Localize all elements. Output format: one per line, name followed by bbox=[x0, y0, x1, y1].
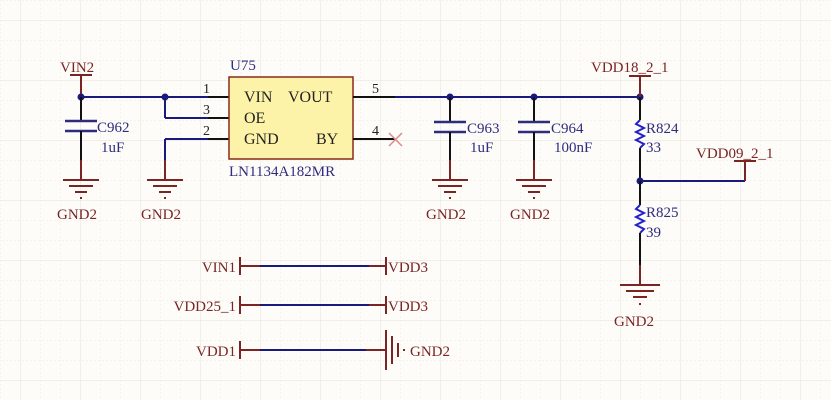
gnd-label: GND2 bbox=[510, 207, 550, 223]
r825-designator: R825 bbox=[646, 205, 679, 221]
ic-u75[interactable]: U75 1 3 2 VIN OE GND VOUT BY 5 4 LN1134A… bbox=[203, 58, 395, 180]
net-tie-right-label: VDD3 bbox=[388, 260, 428, 276]
capacitor-c964[interactable]: C964 100nF bbox=[518, 97, 592, 160]
no-connect-marker bbox=[388, 132, 403, 147]
r824-designator: R824 bbox=[646, 121, 679, 137]
pin-name-vin: VIN bbox=[244, 89, 273, 106]
c962-designator: C962 bbox=[97, 120, 130, 136]
ic-body bbox=[228, 76, 354, 160]
net-tie-left-label: VDD1 bbox=[196, 344, 236, 360]
ground-symbol-c962[interactable]: GND2 bbox=[57, 160, 99, 223]
pin-number: 2 bbox=[203, 124, 210, 139]
net-tie-right-label: VDD3 bbox=[388, 299, 428, 315]
power-port-vin2[interactable]: VIN2 bbox=[60, 60, 94, 97]
power-port-vdd18[interactable]: VDD18_2_1 bbox=[591, 60, 669, 97]
pin-name-vout: VOUT bbox=[288, 89, 333, 106]
net-tie-row[interactable]: VDD25_1 VDD3 bbox=[174, 296, 429, 315]
c963-designator: C963 bbox=[467, 121, 500, 137]
net-tie-row[interactable]: VDD1 GND2 bbox=[196, 330, 450, 370]
r825-value: 39 bbox=[646, 225, 661, 241]
c962-value: 1uF bbox=[101, 140, 124, 156]
net-label-vin2: VIN2 bbox=[60, 60, 94, 76]
gnd-label: GND2 bbox=[57, 207, 97, 223]
gnd-label: GND2 bbox=[141, 207, 181, 223]
junction-dot bbox=[161, 93, 169, 101]
pin-name-oe: OE bbox=[244, 110, 265, 127]
c963-value: 1uF bbox=[470, 140, 493, 156]
pin-number: 3 bbox=[203, 103, 210, 118]
net-label-vdd09: VDD09_2_1 bbox=[696, 146, 774, 162]
net-label-vdd18: VDD18_2_1 bbox=[591, 60, 669, 76]
ic-designator: U75 bbox=[230, 58, 256, 74]
pin-number: 1 bbox=[203, 82, 210, 97]
net-tie-left-label: VDD25_1 bbox=[174, 299, 237, 315]
pin-name-gnd: GND bbox=[244, 131, 279, 148]
resistor-r825[interactable]: R825 39 bbox=[633, 181, 679, 265]
pin-number: 5 bbox=[372, 82, 379, 97]
c964-value: 100nF bbox=[554, 140, 592, 156]
resistor-r824[interactable]: R824 33 bbox=[633, 97, 679, 180]
r824-value: 33 bbox=[646, 140, 661, 156]
c964-designator: C964 bbox=[551, 121, 584, 137]
net-tie-right-label: GND2 bbox=[410, 344, 450, 360]
net-tie-left-label: VIN1 bbox=[202, 260, 236, 276]
gnd-label: GND2 bbox=[614, 314, 654, 330]
ground-symbol-u75[interactable]: GND2 bbox=[141, 160, 183, 223]
capacitor-c962[interactable]: C962 1uF bbox=[65, 97, 130, 160]
capacitor-c963[interactable]: C963 1uF bbox=[434, 97, 500, 160]
gnd-label: GND2 bbox=[426, 207, 466, 223]
wire-u75-gnd[interactable] bbox=[164, 138, 208, 160]
pin-number: 4 bbox=[372, 124, 379, 139]
ground-symbol-c963[interactable]: GND2 bbox=[426, 160, 468, 223]
ground-symbol-r825[interactable]: GND2 bbox=[614, 265, 660, 330]
net-tie-row[interactable]: VIN1 VDD3 bbox=[202, 257, 428, 276]
ground-symbol-c964[interactable]: GND2 bbox=[510, 160, 552, 223]
power-port-vdd09[interactable]: VDD09_2_1 bbox=[696, 146, 774, 181]
ic-part-number: LN1134A182MR bbox=[229, 164, 335, 180]
pin-name-by: BY bbox=[316, 131, 339, 148]
